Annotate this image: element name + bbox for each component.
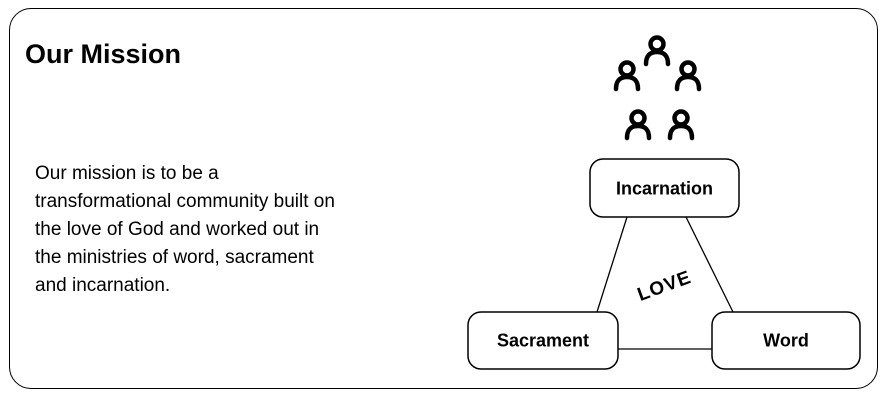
page-title: Our Mission: [25, 39, 182, 69]
node-sacrament-label: Sacrament: [497, 331, 589, 351]
person-icon: [667, 109, 695, 141]
node-word: Word: [711, 311, 861, 370]
love-label: LOVE: [635, 267, 695, 306]
person-icon: [674, 60, 702, 92]
mission-line: transformational community built on: [35, 191, 335, 212]
person-icon: [613, 60, 641, 92]
node-incarnation-label: Incarnation: [616, 179, 713, 199]
person-icon: [643, 35, 671, 67]
mission-line: and incarnation.: [35, 275, 171, 296]
node-incarnation: Incarnation: [589, 158, 740, 218]
edge-incarnation-word: [685, 216, 734, 313]
node-sacrament: Sacrament: [467, 311, 619, 370]
person-icon: [624, 109, 652, 141]
mission-line: the love of God and worked out in: [35, 219, 320, 240]
mission-line: Our mission is to be a: [35, 163, 219, 184]
node-word-label: Word: [763, 331, 809, 351]
community-people-icons: [613, 35, 702, 141]
mission-statement: Our mission is to be a transformational …: [35, 160, 455, 300]
mission-line: the ministries of word, sacrament: [35, 247, 314, 268]
edge-incarnation-sacrament: [596, 216, 628, 313]
